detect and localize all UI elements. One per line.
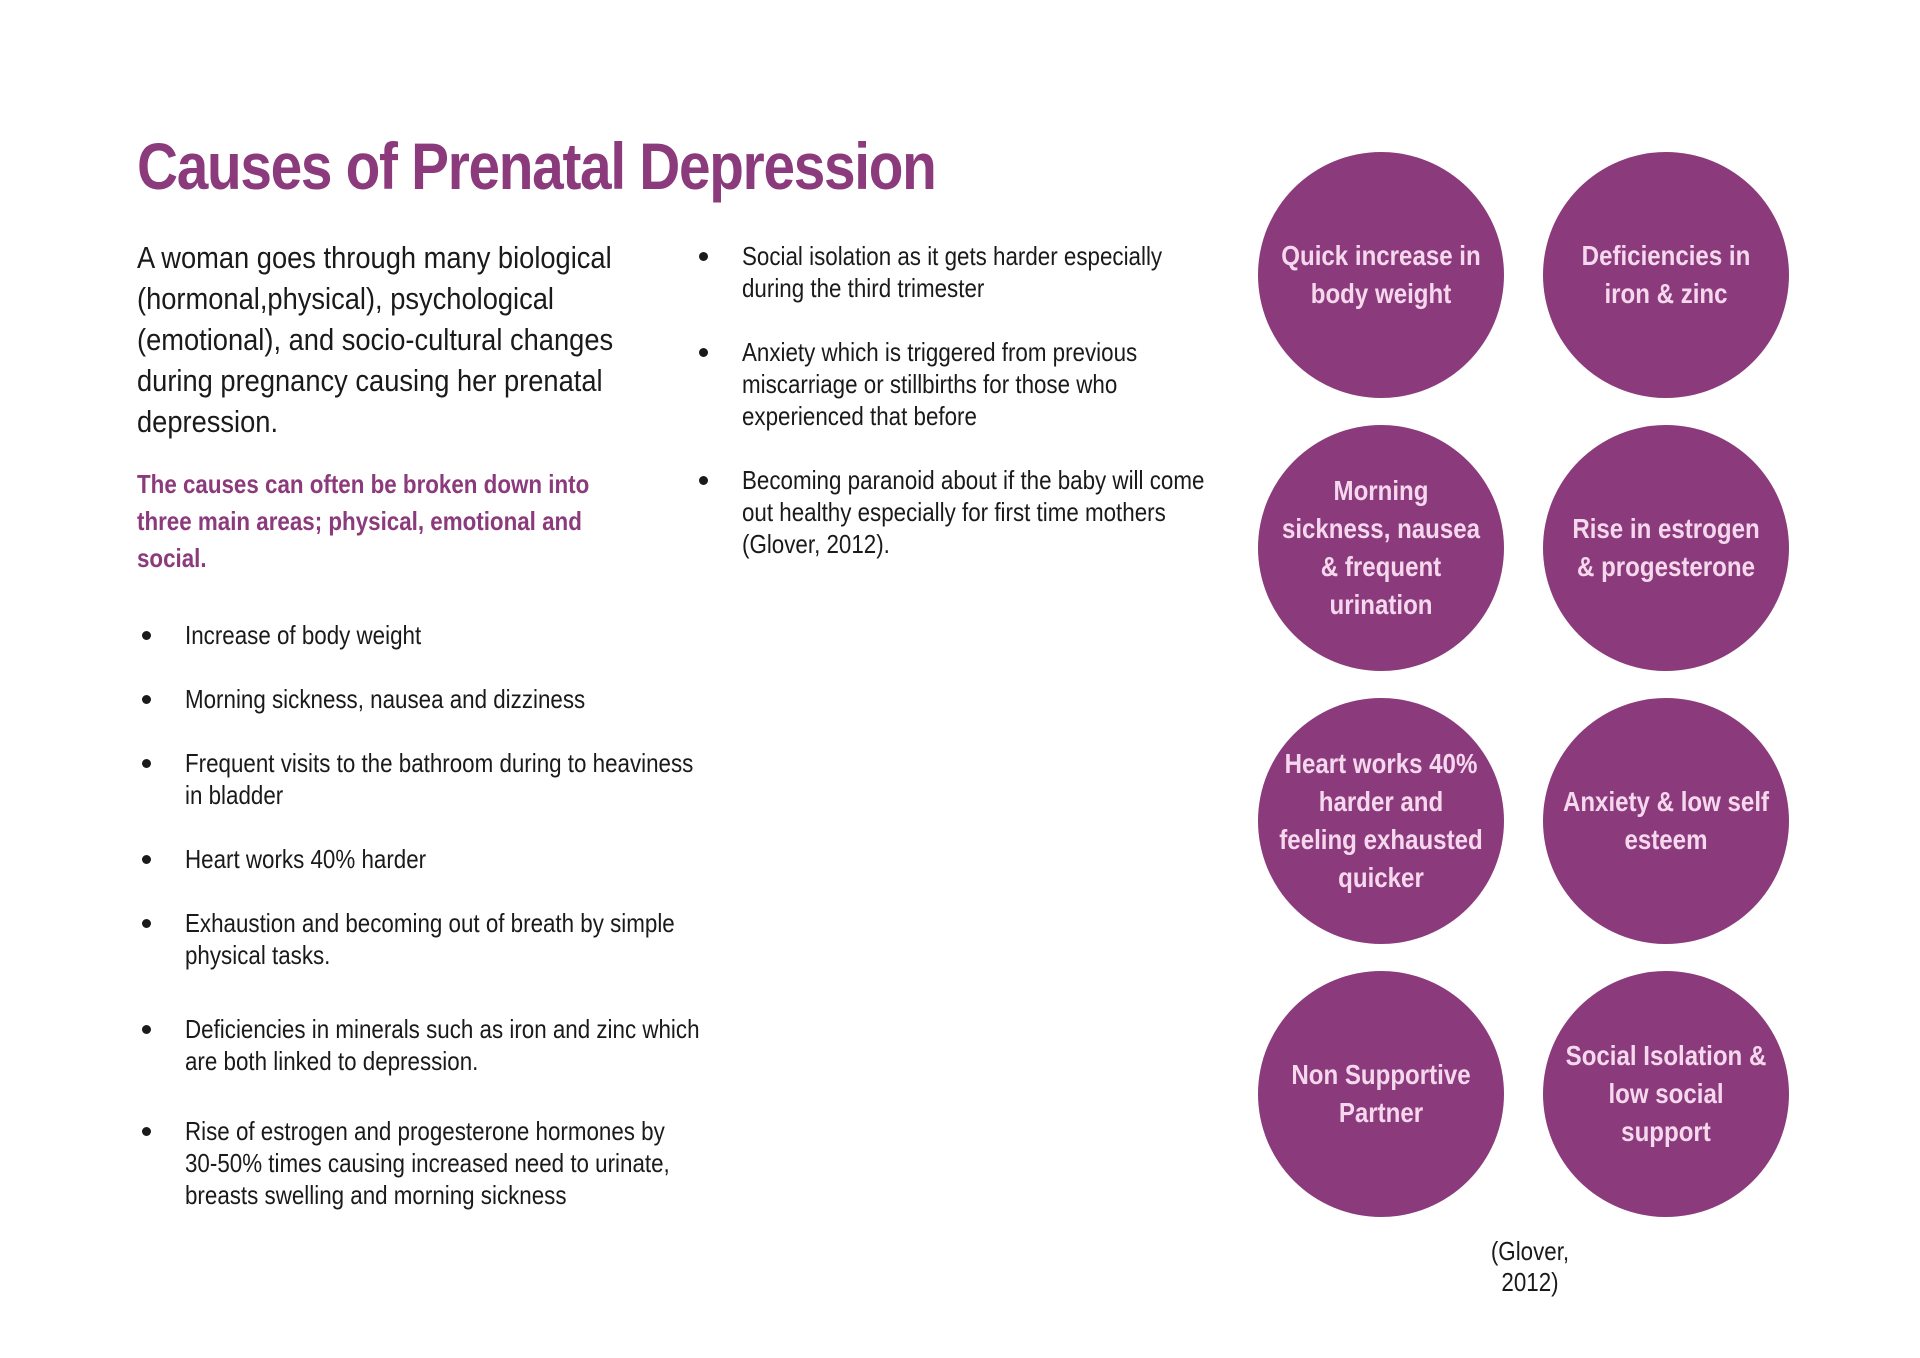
- causes-summary: The causes can often be broken down into…: [137, 469, 590, 573]
- cause-circle-heart: Heart works 40% harder and feeling exhau…: [1258, 698, 1504, 944]
- bullet-icon: [142, 631, 151, 640]
- cause-circle-hormones: Rise in estrogen & progesterone: [1543, 425, 1789, 671]
- intro-paragraph: A woman goes through many biological (ho…: [137, 240, 614, 439]
- cause-circle-body-weight: Quick increase in body weight: [1258, 152, 1504, 398]
- cause-circle-morning-sickness: Morning sickness, nausea & frequent urin…: [1258, 425, 1504, 671]
- bullet-icon: [142, 1127, 151, 1136]
- list-item: Morning sickness, nausea and dizziness: [137, 683, 785, 715]
- page-title: Causes of Prenatal Depression: [137, 129, 937, 203]
- list-item: Increase of body weight: [137, 619, 785, 651]
- cause-circle-social-isolation: Social Isolation & low social support: [1543, 971, 1789, 1217]
- cause-circle-partner: Non Supportive Partner: [1258, 971, 1504, 1217]
- list-item: Heart works 40% harder: [137, 843, 785, 875]
- list-item: Exhaustion and becoming out of breath by…: [137, 907, 785, 971]
- bullet-icon: [699, 252, 708, 261]
- bullet-icon: [699, 476, 708, 485]
- citation: (Glover, 2012): [1490, 1236, 1570, 1297]
- list-item: Frequent visits to the bathroom during t…: [137, 747, 785, 811]
- list-item: Social isolation as it gets harder espec…: [694, 240, 1302, 304]
- bullet-icon: [699, 348, 708, 357]
- bullet-icon: [142, 1025, 151, 1034]
- cause-circle-iron-zinc: Deficiencies in iron & zinc: [1543, 152, 1789, 398]
- list-item: Rise of estrogen and progesterone hormon…: [137, 1115, 785, 1211]
- bullet-icon: [142, 855, 151, 864]
- list-item: Becoming paranoid about if the baby will…: [694, 464, 1302, 560]
- cause-circle-anxiety: Anxiety & low self esteem: [1543, 698, 1789, 944]
- list-item: Anxiety which is triggered from previous…: [694, 336, 1302, 432]
- bullet-icon: [142, 919, 151, 928]
- bullet-icon: [142, 695, 151, 704]
- list-item: Deficiencies in minerals such as iron an…: [137, 1013, 785, 1077]
- bullet-icon: [142, 759, 151, 768]
